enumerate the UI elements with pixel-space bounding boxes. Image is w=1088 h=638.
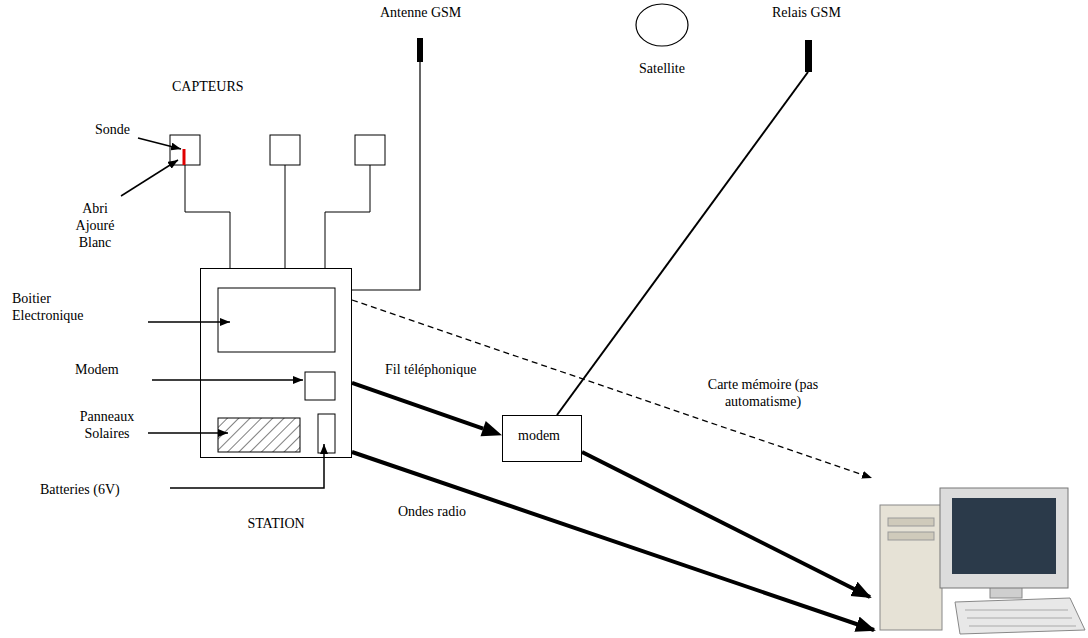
satellite-label: Satellite xyxy=(639,60,685,77)
station-box: STATION xyxy=(200,268,352,458)
group-title: CAPTEURS xyxy=(172,78,244,95)
connector-line xyxy=(352,383,483,429)
leader-arrow xyxy=(170,444,324,488)
sensor-box xyxy=(355,135,385,165)
gsm-antenna xyxy=(417,38,423,62)
part-label: Sonde xyxy=(95,121,130,138)
sensor-box xyxy=(170,135,200,165)
battery xyxy=(318,414,335,453)
drive-slot xyxy=(888,518,934,526)
memory-card-arrow xyxy=(352,300,872,478)
keyboard xyxy=(955,598,1085,634)
gsm-relay xyxy=(805,40,812,72)
relay-label: Relais GSM xyxy=(772,4,841,21)
connector-arrow xyxy=(352,383,502,436)
leader-arrow xyxy=(148,321,230,323)
part-label: Modem xyxy=(75,361,119,378)
modem-box xyxy=(305,372,335,400)
keyboard-keys xyxy=(965,610,1076,626)
antenna-wire xyxy=(352,62,420,290)
transfer-arrow xyxy=(582,452,870,597)
edge-label: Fil téléphonique xyxy=(383,361,478,378)
electronic-case xyxy=(218,288,335,352)
sensor-wire xyxy=(185,165,230,268)
drive-slot xyxy=(888,532,934,540)
modem-label: modem xyxy=(518,427,560,444)
satellite: Satellite xyxy=(635,3,689,47)
computer-tower xyxy=(880,505,942,630)
leader-arrow xyxy=(138,138,181,149)
leader-arrow xyxy=(152,379,303,381)
leader-arrow xyxy=(121,160,178,196)
antenna-label: Antenne GSM xyxy=(380,4,461,21)
arrow-head xyxy=(480,421,502,436)
part-label: Abri Ajouré Blanc xyxy=(66,200,124,251)
sensor-box xyxy=(270,135,300,165)
radio-arrow xyxy=(352,452,874,630)
transmission-label: Ondes radio xyxy=(398,503,466,520)
part-label: Boitier Electronique xyxy=(12,290,102,324)
satellite-ellipse xyxy=(636,4,688,46)
part-label: Batteries (6V) xyxy=(40,481,120,498)
screen xyxy=(952,498,1056,574)
transmission-label: Carte mémoire (pas automatisme) xyxy=(700,376,826,410)
solar-panel xyxy=(218,418,300,452)
relay-wire xyxy=(557,72,808,415)
satellite-outline xyxy=(635,3,689,47)
probe xyxy=(183,149,186,165)
sensor-wire xyxy=(325,165,370,268)
modem-box: modem xyxy=(502,415,582,462)
part-label: Panneaux Solaires xyxy=(70,408,144,442)
sensor-wire xyxy=(285,165,286,268)
monitor xyxy=(940,488,1068,588)
leader-arrow xyxy=(148,432,228,434)
station-title: STATION xyxy=(247,515,304,532)
